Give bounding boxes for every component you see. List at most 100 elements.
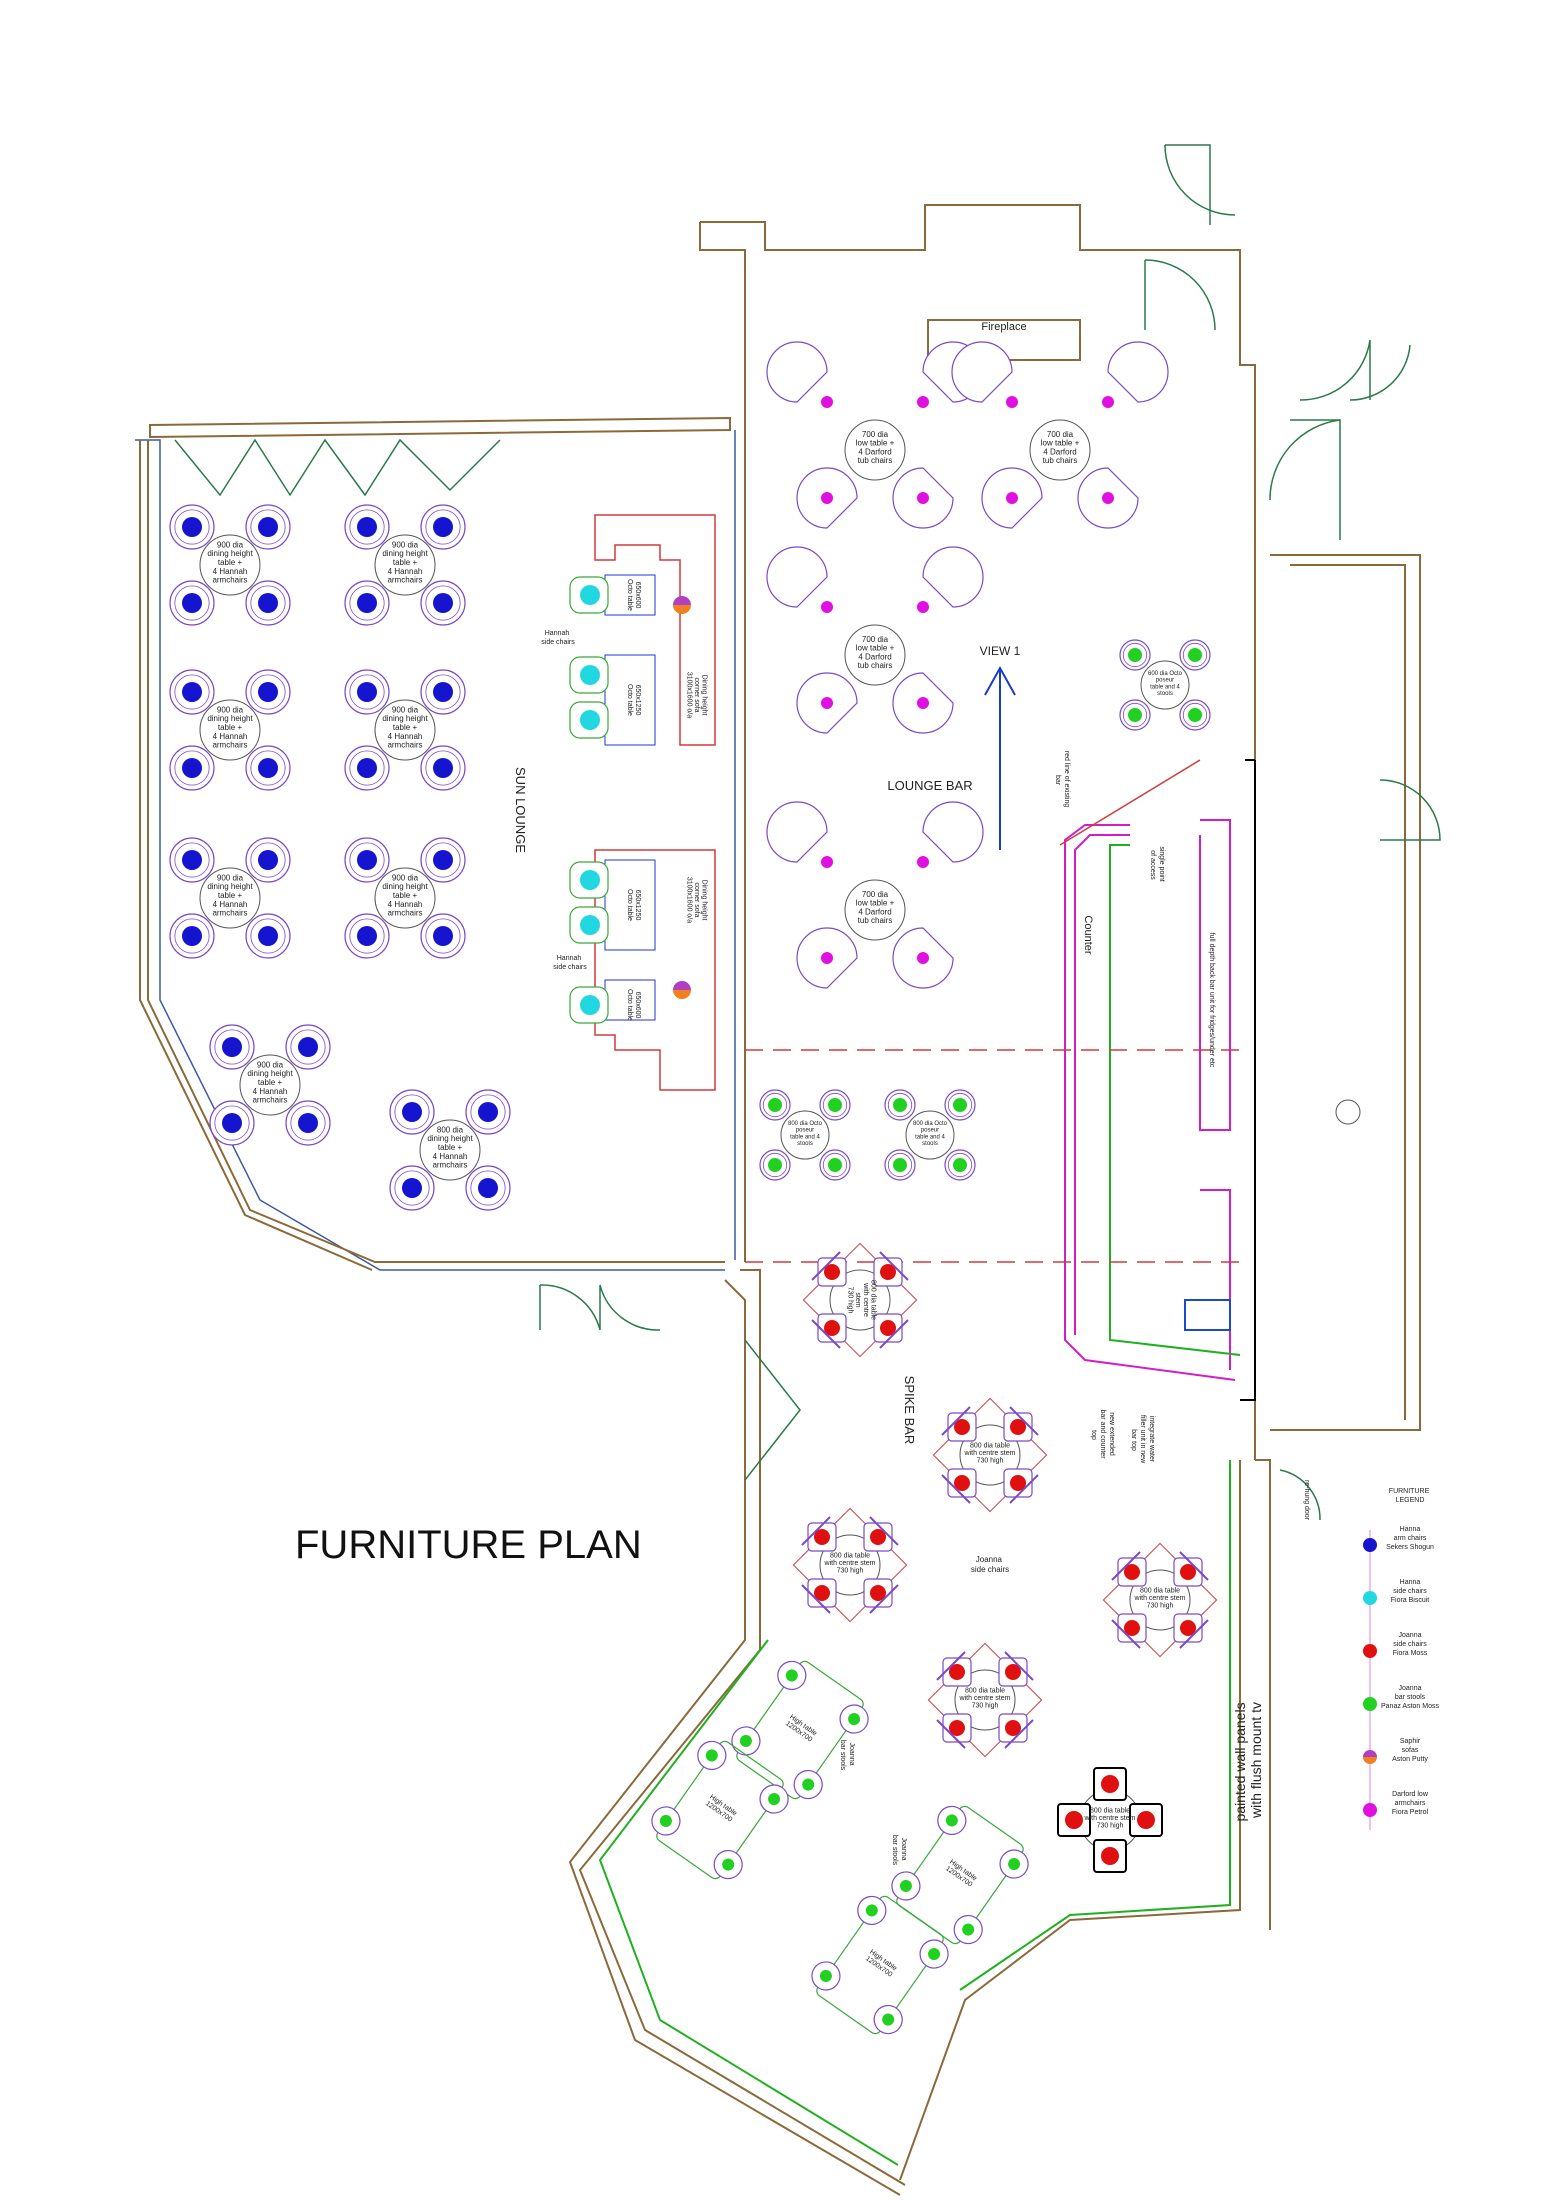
note-hannah-side-1: Hannah [545, 630, 570, 637]
table-label-line: with centre stem [1084, 1815, 1136, 1822]
fabric-dot [222, 1037, 242, 1057]
table-label-line: 800 dia table [870, 1280, 877, 1320]
fabric-dot [814, 1529, 830, 1545]
hannah-side-chair [569, 986, 609, 1024]
plan-title: FURNITURE PLAN [295, 1523, 642, 1567]
tub-chair [766, 801, 828, 863]
table-label-line: tub chairs [1043, 456, 1078, 465]
svg-text:red line of existing b: red line of existing bar [1054, 751, 1070, 809]
note-joanna-stools-b-1: Joanna [900, 1838, 907, 1861]
fabric-dot [433, 517, 453, 537]
fabric-dot [865, 1904, 878, 1917]
note-new-bar-3: top [1090, 1430, 1097, 1440]
table-label-line: 900 dia [217, 873, 244, 882]
table-label-line: table + [438, 1143, 463, 1152]
fabric-dot [824, 1320, 840, 1336]
fabric-dot [917, 492, 929, 504]
table-label-line: 800 dia Octo [913, 1121, 948, 1127]
view-1-arrow [984, 665, 1016, 850]
note-red-line-2: bar [1054, 775, 1061, 786]
table-label-line: 650x600 [634, 992, 641, 1019]
high-table-group [891, 1805, 1029, 1945]
chair-inner [214, 1105, 250, 1141]
fabric-dot [1101, 1775, 1119, 1793]
table-label-line: 650x600 [634, 582, 641, 609]
table-label-line: 900 dia [392, 540, 419, 549]
table-label-line: 3100x1600 o/a [685, 672, 692, 718]
table-label-line: 800 dia Octo [788, 1121, 823, 1127]
room-label-spike-bar: SPIKE BAR [902, 1376, 917, 1445]
fabric-dot [182, 850, 202, 870]
note-water-2: filler unit in new [1139, 1415, 1146, 1464]
hannah-side-chair [569, 701, 609, 739]
fabric-dot [1010, 1475, 1026, 1491]
table-label-line: table + [218, 558, 243, 567]
table-label-line: armchairs [212, 909, 247, 918]
table-label-line: 4 Darford [858, 447, 891, 456]
table-label-line: 800 dia table [1090, 1807, 1130, 1814]
table-label-line: armchairs [387, 909, 422, 918]
table-label-line: 800 dia table [1140, 1587, 1180, 1594]
legend-label-line: Aston Putty [1392, 1756, 1428, 1763]
legend-swatch [1363, 1757, 1377, 1764]
fabric-dot [357, 758, 377, 778]
table-label-line: corner sofa [693, 677, 700, 712]
chair-inner [349, 585, 385, 621]
fabric-dot [433, 758, 453, 778]
tub-chair [922, 801, 984, 863]
fabric-dot [828, 1098, 842, 1112]
fabric-dot [1005, 1720, 1021, 1736]
bar-counter [1059, 759, 1361, 1401]
chair-inner [394, 1170, 430, 1206]
fabric-dot [802, 1778, 815, 1791]
note-hannah-side-b-1: Hannah [557, 955, 582, 962]
chair-back [941, 1406, 971, 1436]
fabric-dot [1102, 396, 1114, 408]
table-label-line: 730 high [1097, 1823, 1124, 1830]
chair-back [1009, 1406, 1039, 1436]
table-label-line: 4 Hannah [433, 1152, 468, 1161]
chair-inner [762, 1092, 788, 1118]
table-label-line: 4 Hannah [213, 567, 248, 576]
fabric-dot [848, 1713, 861, 1726]
table-label-line: 4 Darford [1043, 447, 1076, 456]
table-label-line: dining height [382, 549, 428, 558]
chair-inner [1122, 702, 1148, 728]
fabric-dot [580, 710, 600, 730]
chair-inner [174, 509, 210, 545]
room-label-lounge-bar: LOUNGE BAR [887, 778, 972, 793]
fabric-dot [478, 1102, 498, 1122]
fabric-dot [962, 1923, 975, 1936]
table-label-line: Dining height [701, 675, 708, 716]
chair-inner [425, 674, 461, 710]
chair-inner [349, 842, 385, 878]
table-label-line: dining height [207, 714, 253, 723]
fabric-dot [357, 850, 377, 870]
fabric-dot [819, 1969, 832, 1982]
table-label-line: 700 dia [862, 635, 889, 644]
svg-text:Joanna bar stools: Joanna bar stools [891, 1835, 907, 1866]
table-label-line: poseur [796, 1128, 814, 1134]
svg-text:single point of access: single point of access [1149, 846, 1165, 883]
fabric-dot [870, 1585, 886, 1601]
fabric-dot [258, 517, 278, 537]
fabric-dot [1006, 492, 1018, 504]
note-water-1: integrate water [1148, 1416, 1155, 1463]
legend-swatch [1363, 1803, 1377, 1817]
fabric-dot [402, 1178, 422, 1198]
fabric-dot [821, 396, 833, 408]
legend-label-line: Panaz Aston Moss [1381, 1703, 1439, 1710]
legend-label-line: Fiora Petrol [1392, 1809, 1429, 1816]
chair-inner [290, 1029, 326, 1065]
